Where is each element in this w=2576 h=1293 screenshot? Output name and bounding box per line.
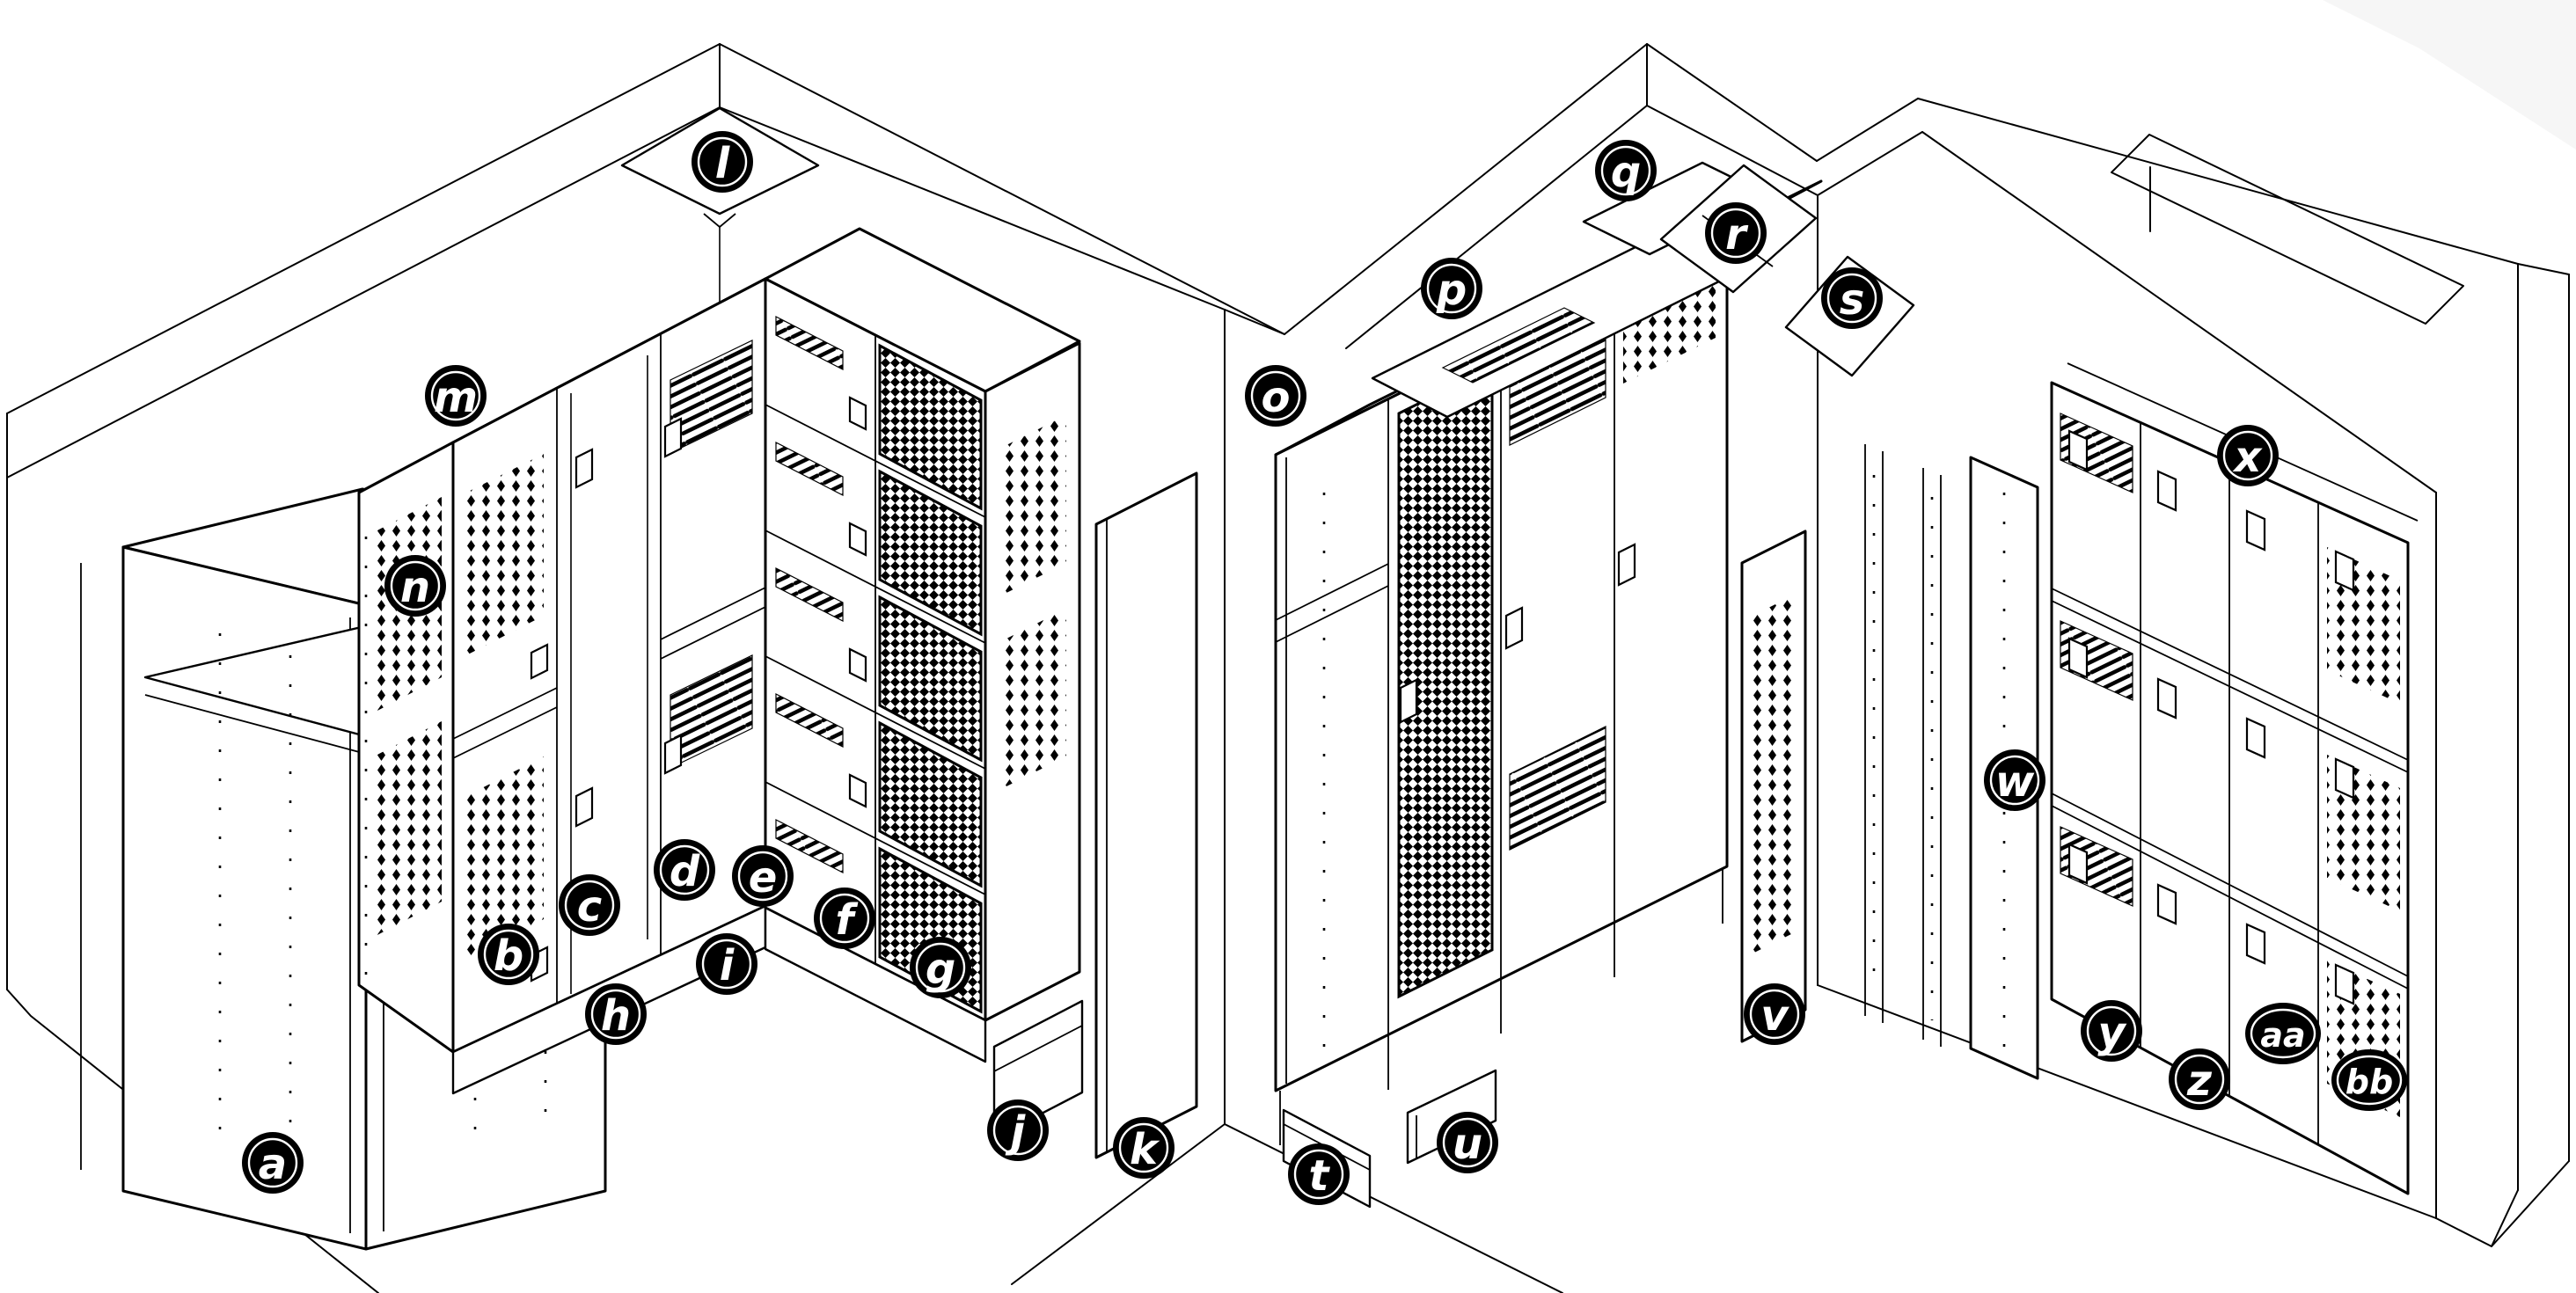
callout-letter-y: y xyxy=(2097,1008,2126,1057)
callout-w: w xyxy=(1984,749,2045,811)
callout-q: q xyxy=(1595,140,1657,201)
callout-x: x xyxy=(2217,425,2279,486)
callout-letter-aa: aa xyxy=(2260,1016,2305,1055)
callout-v: v xyxy=(1744,983,1805,1045)
callout-letter-d: d xyxy=(670,847,700,896)
callout-a: a xyxy=(242,1132,304,1194)
callout-letter-i: i xyxy=(720,941,735,990)
callout-c: c xyxy=(559,874,620,936)
callout-letter-h: h xyxy=(601,991,631,1041)
callout-l: l xyxy=(692,131,753,193)
callout-letter-a: a xyxy=(259,1140,287,1189)
callout-m: m xyxy=(425,365,487,427)
callout-letter-m: m xyxy=(434,373,478,422)
callout-h: h xyxy=(585,983,647,1045)
locker-bank-single-tier xyxy=(1274,161,1823,1209)
callout-u: u xyxy=(1437,1112,1498,1173)
callout-letter-k: k xyxy=(1130,1125,1160,1174)
callout-bb: bb xyxy=(2331,1049,2407,1111)
callout-letter-e: e xyxy=(749,853,778,902)
callout-b: b xyxy=(478,924,539,985)
callout-p: p xyxy=(1421,258,1482,319)
callout-letter-x: x xyxy=(2233,433,2264,482)
callout-letter-v: v xyxy=(1760,991,1789,1041)
callout-letter-u: u xyxy=(1453,1120,1482,1169)
callout-letter-s: s xyxy=(1840,275,1865,325)
callout-e: e xyxy=(732,845,794,907)
callout-letter-p: p xyxy=(1436,266,1467,315)
callout-letter-r: r xyxy=(1725,210,1749,259)
callout-y: y xyxy=(2081,1000,2142,1062)
callout-letter-bb: bb xyxy=(2345,1063,2393,1101)
callout-z: z xyxy=(2169,1048,2230,1110)
callout-t: t xyxy=(1288,1143,1350,1205)
end-panel-v xyxy=(1740,530,1807,1043)
callout-letter-b: b xyxy=(494,931,523,981)
callout-letter-g: g xyxy=(926,945,955,994)
callout-letter-n: n xyxy=(400,563,430,612)
callout-k: k xyxy=(1113,1117,1175,1179)
callout-letter-z: z xyxy=(2186,1056,2213,1106)
callout-aa: aa xyxy=(2245,1003,2321,1064)
callout-letter-q: q xyxy=(1611,148,1641,197)
callout-i: i xyxy=(696,933,757,995)
callout-letter-l: l xyxy=(715,139,730,188)
callout-d: d xyxy=(654,839,715,901)
callout-n: n xyxy=(384,555,446,617)
callout-letter-o: o xyxy=(1262,373,1291,422)
callout-o: o xyxy=(1245,365,1306,427)
background-shading xyxy=(2323,0,2576,150)
filler-panel-k xyxy=(1094,471,1198,1159)
callout-s: s xyxy=(1821,267,1883,329)
room-walls xyxy=(6,43,2570,1247)
locker-bank-right xyxy=(2050,362,2419,1195)
callout-letter-t: t xyxy=(1309,1151,1331,1201)
callout-j: j xyxy=(987,1099,1049,1161)
callout-g: g xyxy=(910,937,971,998)
callout-f: f xyxy=(814,888,875,949)
callout-letter-c: c xyxy=(577,882,602,931)
locker-bank-right-arm xyxy=(764,227,1084,1140)
callout-r: r xyxy=(1705,202,1767,264)
callout-letter-w: w xyxy=(1995,757,2035,807)
